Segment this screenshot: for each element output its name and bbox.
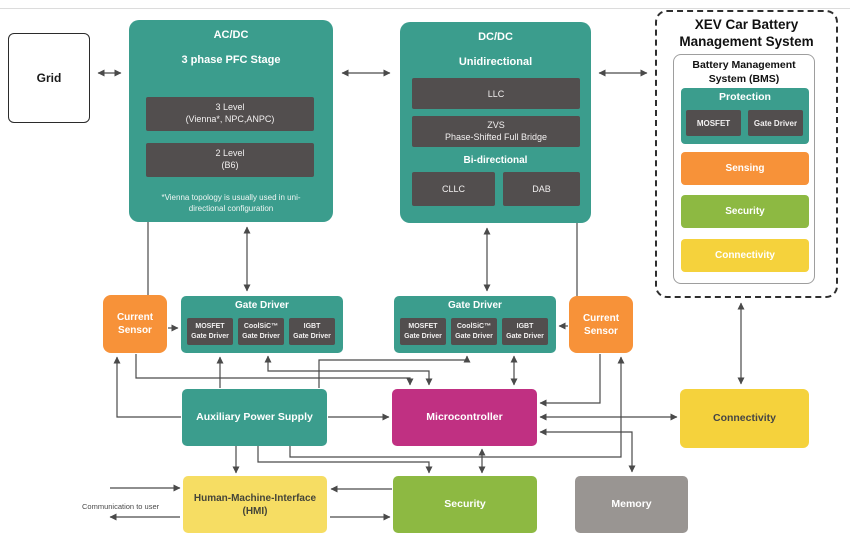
- bms-protection-title: Protection: [719, 91, 771, 103]
- bms-security-block: Security: [681, 195, 809, 228]
- gate-driver-left-igbt: IGBT Gate Driver: [289, 318, 335, 345]
- bms-inner-title-line1: Battery Management: [692, 59, 796, 71]
- top-divider: [0, 8, 850, 9]
- current-sensor-left-line1: Current: [116, 312, 154, 323]
- bms-inner-box: Battery Management System (BMS) Protecti…: [673, 54, 815, 284]
- dcdc-dab-box: DAB: [503, 172, 580, 206]
- bms-gate-driver-box: Gate Driver: [748, 110, 803, 136]
- acdc-footnote-line1: *Vienna topology is usually used in uni-: [161, 193, 301, 202]
- bms-mosfet-label: MOSFET: [696, 118, 731, 128]
- gd-left-coolsic-line1: CoolSiC™: [243, 322, 279, 330]
- acdc-option-2level: 2 Level (B6): [146, 143, 314, 177]
- current-sensor-left-line2: Sensor: [118, 325, 152, 336]
- security-label: Security: [444, 497, 486, 510]
- memory-label: Memory: [611, 497, 652, 510]
- gate-driver-right-igbt: IGBT Gate Driver: [502, 318, 548, 345]
- bms-sensing-block: Sensing: [681, 152, 809, 185]
- gd-left-mosfet-line1: MOSFET: [195, 322, 225, 330]
- gd-right-igbt-line2: Gate Driver: [506, 332, 544, 340]
- connectivity-label: Connectivity: [712, 411, 776, 424]
- aux-power-supply-label: Auxiliary Power Supply: [196, 410, 313, 423]
- memory-block: Memory: [575, 476, 688, 533]
- acdc-subtitle: 3 phase PFC Stage: [181, 54, 281, 66]
- gd-right-coolsic-line1: CoolSiC™: [456, 322, 492, 330]
- dcdc-cllc-label: CLLC: [441, 184, 465, 194]
- dcdc-llc-box: LLC: [412, 78, 580, 109]
- arrow-aps-cs-left: [113, 356, 181, 418]
- gd-left-igbt-line1: IGBT: [303, 322, 321, 330]
- gate-driver-left-title: Gate Driver: [235, 300, 289, 311]
- bms-outer-title-line2: Management System: [679, 33, 814, 49]
- acdc-block: AC/DC 3 phase PFC Stage 3 Level (Vienna*…: [129, 20, 333, 222]
- acdc-option-2level-line2: (B6): [221, 160, 239, 170]
- aux-power-supply-block: Auxiliary Power Supply: [182, 389, 327, 446]
- dcdc-zvs-line2: Phase-Shifted Full Bridge: [444, 131, 548, 142]
- dcdc-zvs-box: ZVS Phase-Shifted Full Bridge: [412, 116, 580, 147]
- gate-driver-right-coolsic: CoolSiC™ Gate Driver: [451, 318, 497, 345]
- connectivity-block: Connectivity: [680, 389, 809, 448]
- arrow-aps-security: [257, 446, 433, 474]
- current-sensor-right-line1: Current: [582, 312, 620, 324]
- dcdc-bidirectional-label: Bi-directional: [463, 155, 528, 166]
- gd-right-mosfet-line1: MOSFET: [408, 322, 438, 330]
- gate-driver-right: Gate Driver MOSFET Gate Driver CoolSiC™ …: [394, 296, 556, 353]
- bms-outer-box: XEV Car Battery Management System Batter…: [655, 10, 838, 298]
- current-sensor-right: Current Sensor: [569, 296, 633, 353]
- arrow-aps-gatedriver-right: [318, 355, 471, 388]
- acdc-option-3level-line2: (Vienna*, NPC,ANPC): [185, 114, 275, 124]
- gd-left-mosfet-line2: Gate Driver: [191, 332, 229, 340]
- hmi-line1: Human-Machine-Interface: [193, 492, 317, 504]
- bms-outer-title: XEV Car Battery Management System: [657, 17, 836, 51]
- dcdc-title: DC/DC: [478, 31, 513, 43]
- arrow-cs-left-mcu: [135, 354, 414, 386]
- dcdc-block: DC/DC Unidirectional LLC ZVS Phase-Shift…: [400, 22, 591, 223]
- grid-label: Grid: [36, 71, 62, 85]
- acdc-footnote-line2: directional configuration: [188, 203, 274, 213]
- bms-outer-title-line1: XEV Car Battery: [694, 17, 799, 32]
- bms-connectivity-label: Connectivity: [714, 250, 775, 261]
- bms-mosfet-box: MOSFET: [686, 110, 741, 136]
- grid-box: Grid: [8, 33, 90, 123]
- microcontroller-block: Microcontroller: [392, 389, 537, 446]
- gate-driver-right-title: Gate Driver: [448, 300, 502, 311]
- hmi-block: Human-Machine-Interface (HMI): [183, 476, 327, 533]
- dcdc-unidirectional-label: Unidirectional: [458, 56, 533, 68]
- current-sensor-right-line2: Sensor: [584, 325, 618, 337]
- bms-connectivity-block: Connectivity: [681, 239, 809, 272]
- bms-inner-title-line2: System (BMS): [708, 72, 780, 85]
- comm-to-user-label: Communication to user: [82, 502, 160, 511]
- hmi-line2: (HMI): [242, 505, 268, 517]
- gate-driver-left-coolsic: CoolSiC™ Gate Driver: [238, 318, 284, 345]
- dcdc-llc-label: LLC: [487, 88, 505, 99]
- acdc-footnote: *Vienna topology is usually used in uni-…: [139, 193, 323, 215]
- gd-right-igbt-line1: IGBT: [516, 322, 534, 330]
- bms-inner-title: Battery Management System (BMS): [674, 59, 814, 86]
- acdc-title: AC/DC: [213, 29, 249, 41]
- bms-gate-driver-label: Gate Driver: [753, 118, 798, 128]
- arrow-mcu-memory: [539, 428, 636, 473]
- current-sensor-left: Current Sensor: [103, 295, 167, 353]
- dcdc-cllc-box: CLLC: [412, 172, 495, 206]
- gd-right-mosfet-line2: Gate Driver: [404, 332, 442, 340]
- bms-sensing-label: Sensing: [725, 163, 765, 174]
- security-block: Security: [393, 476, 537, 533]
- acdc-option-2level-line1: 2 Level: [215, 148, 245, 159]
- dcdc-zvs-line1: ZVS: [487, 119, 505, 130]
- gate-driver-left-mosfet: MOSFET Gate Driver: [187, 318, 233, 345]
- arrow-gatedriver-left-mcu: [264, 355, 433, 386]
- gate-driver-right-mosfet: MOSFET Gate Driver: [400, 318, 446, 345]
- microcontroller-label: Microcontroller: [426, 410, 503, 423]
- gd-right-coolsic-line2: Gate Driver: [455, 332, 493, 340]
- gd-left-igbt-line2: Gate Driver: [293, 332, 331, 340]
- bms-security-label: Security: [725, 206, 765, 217]
- gate-driver-left: Gate Driver MOSFET Gate Driver CoolSiC™ …: [181, 296, 343, 353]
- acdc-option-3level: 3 Level (Vienna*, NPC,ANPC): [146, 97, 314, 131]
- gd-left-coolsic-line2: Gate Driver: [242, 332, 280, 340]
- acdc-option-3level-line1: 3 Level: [215, 102, 245, 113]
- arrow-cs-right-mcu: [539, 354, 601, 407]
- dcdc-dab-label: DAB: [532, 184, 551, 194]
- bms-protection-block: Protection MOSFET Gate Driver: [681, 88, 809, 144]
